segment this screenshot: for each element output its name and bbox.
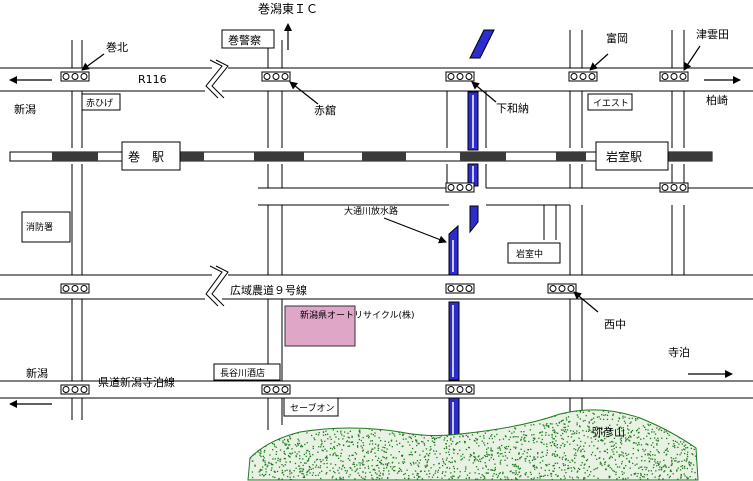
signal-makikita	[60, 71, 90, 82]
label-kashiwazaki: 柏崎	[706, 93, 728, 107]
box-fire-station	[21, 211, 71, 243]
box-hasegawa	[213, 363, 281, 381]
traffic-signals	[60, 71, 689, 395]
signal-mid-1	[445, 182, 475, 193]
arrow-akadate	[289, 81, 319, 105]
signal-shimowano	[445, 71, 475, 82]
label-kouiki-road: 広域農道９号線	[230, 283, 307, 297]
label-yahikoyama: 弥彦山	[592, 425, 625, 439]
arrow-nishinaka	[573, 291, 599, 313]
box-seven	[283, 397, 339, 417]
box-maki-station	[121, 141, 181, 171]
label-niigata-bottom: 新潟	[26, 366, 48, 380]
signal-tomioka	[568, 71, 598, 82]
label-maki-police: 巻警察	[228, 33, 261, 47]
label-niigata-top: 新潟	[14, 102, 36, 116]
label-iwamuro-jhs: 岩室中	[516, 248, 543, 260]
arrow-odori	[383, 217, 447, 244]
signal-mid-2	[659, 182, 689, 193]
railway-line	[9, 151, 713, 162]
arrow-tomioka	[589, 53, 609, 71]
signal-kendo-2	[261, 384, 291, 395]
box-iwamuro-jhs	[507, 242, 561, 264]
arrow-makikita	[81, 53, 105, 71]
arrow-shimowano	[471, 81, 497, 103]
box-akahige	[81, 93, 121, 111]
signal-akadate	[261, 71, 291, 82]
label-fire-station: 消防署	[26, 221, 53, 233]
map-labels: 巻潟東ＩＣ 巻北 巻警察 富岡 津雲田 R116 新潟 赤ひげ 赤舘 下和納 イ…	[14, 2, 729, 439]
label-maki-station: 巻 駅	[128, 150, 164, 164]
label-makikita: 巻北	[106, 41, 128, 54]
landmark-boxes	[21, 29, 669, 417]
label-hasegawa: 長谷川酒店	[220, 367, 265, 379]
signal-kendo-3	[445, 384, 475, 395]
signal-kouiki-2	[445, 283, 475, 294]
label-tsuzumoda: 津雲田	[696, 28, 729, 41]
box-iesuto	[587, 93, 633, 111]
auto-recycle-site	[284, 305, 356, 347]
label-seven: セーブオン	[290, 402, 334, 414]
signal-kouiki-1	[60, 283, 90, 294]
label-prefectural-road: 県道新潟寺泊線	[98, 375, 175, 389]
box-maki-police	[221, 29, 275, 49]
box-iwamuro-station	[595, 141, 669, 171]
pointer-arrows	[9, 23, 741, 408]
label-iesuto: イエスト	[593, 99, 629, 109]
label-shimowano: 下和納	[496, 102, 529, 115]
label-iwamuro-station: 岩室駅	[606, 149, 642, 164]
label-r116: R116	[138, 73, 167, 86]
label-tomioka: 富岡	[606, 31, 628, 45]
label-nishinaka: 西中	[604, 318, 626, 331]
label-maki-higashi-ic: 巻潟東ＩＣ	[258, 2, 318, 16]
label-akadate: 赤舘	[314, 103, 336, 117]
road-network	[0, 30, 753, 430]
label-teradomari: 寺泊	[668, 346, 690, 359]
signal-nishinaka	[547, 283, 577, 294]
label-auto-recycle: 新潟県オートリサイクル(株)	[300, 309, 415, 321]
road-break-marks	[205, 59, 229, 307]
label-akahige: 赤ひげ	[86, 98, 113, 109]
signal-kendo-1	[60, 384, 90, 395]
signal-tsuzumoda	[659, 71, 689, 82]
arrow-tsuzumoda	[683, 45, 701, 71]
label-odori-channel: 大通川放水路	[344, 205, 398, 217]
